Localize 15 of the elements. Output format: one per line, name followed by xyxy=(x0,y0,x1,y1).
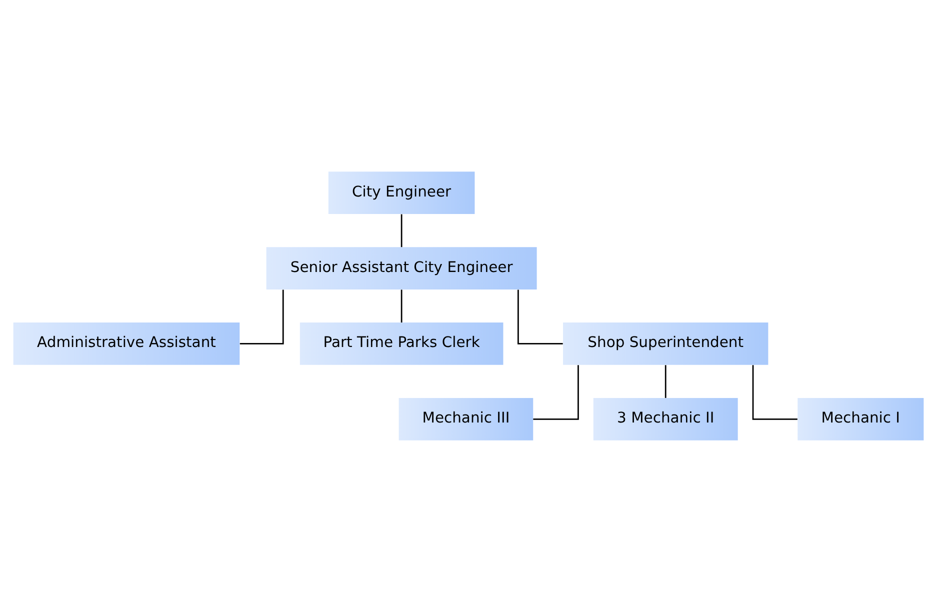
node-box: Mechanic III xyxy=(398,398,534,440)
connector xyxy=(517,290,563,344)
connector xyxy=(664,365,666,398)
node-box: City Engineer xyxy=(328,172,475,214)
connector xyxy=(533,365,579,420)
connector xyxy=(400,290,402,323)
connector xyxy=(400,214,402,248)
node-box: Shop Superintendent xyxy=(563,322,768,365)
node-box: 3 Mechanic II xyxy=(593,398,738,440)
connector xyxy=(752,365,798,420)
node-box: Administrative Assistant xyxy=(13,322,240,365)
node-box: Mechanic I xyxy=(798,398,924,440)
connector xyxy=(240,290,284,344)
node-box: Senior Assistant City Engineer xyxy=(266,247,537,290)
node-box: Part Time Parks Clerk xyxy=(300,322,504,365)
